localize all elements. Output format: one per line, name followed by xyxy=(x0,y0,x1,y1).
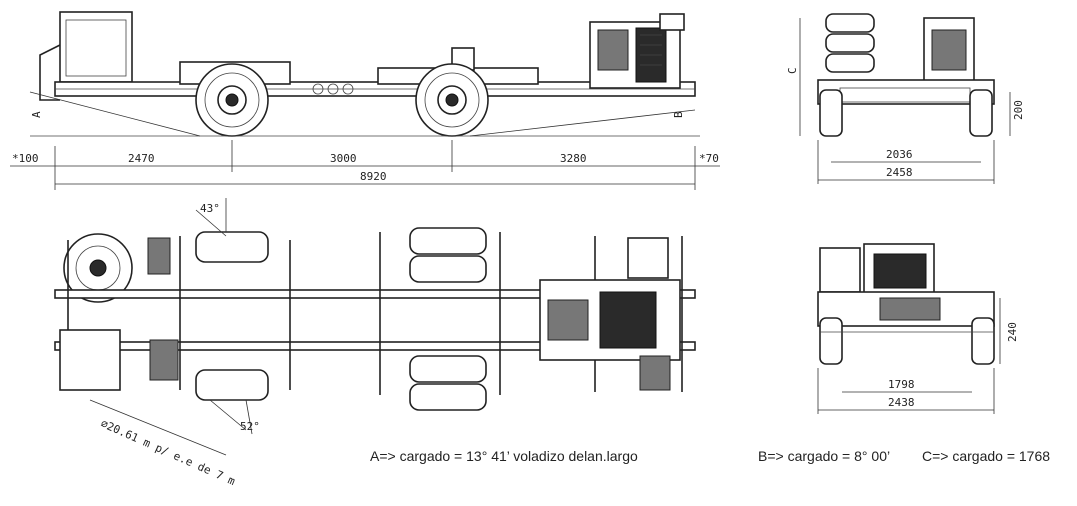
angle-a-label: A xyxy=(30,111,43,118)
dim-rear-overhang: *70 xyxy=(699,152,719,165)
height-c-label: C xyxy=(786,67,799,74)
track-outer-2438: 2438 xyxy=(888,396,915,409)
top-view: 43° 52° ⌀20.61 m p/ e.e de 7 m xyxy=(54,198,696,488)
angle-43: 43° xyxy=(200,202,220,215)
track-outer-2458: 2458 xyxy=(886,166,913,179)
angle-b-label: B xyxy=(672,111,685,118)
rear-view-bottom: 240 1798 2438 xyxy=(817,243,1019,414)
dim-rear-section: 3280 xyxy=(560,152,587,165)
turning-radius: ⌀20.61 m p/ e.e de 7 m xyxy=(99,417,238,488)
track-inner-2036: 2036 xyxy=(886,148,913,161)
dim-overall-length: 8920 xyxy=(360,170,387,183)
dim-front-axle: 2470 xyxy=(128,152,155,165)
dim-wheelbase: 3000 xyxy=(330,152,357,165)
ground-clearance-240: 240 xyxy=(1006,322,1019,342)
angle-52: 52° xyxy=(240,420,260,433)
caption-a: A=> cargado = 13° 41’ voladizo delan.lar… xyxy=(370,448,638,464)
dim-front-overhang: *100 xyxy=(12,152,39,165)
rear-view-top: C 200 2036 2458 xyxy=(786,13,1025,184)
track-inner-1798: 1798 xyxy=(888,378,915,391)
caption-c: C=> cargado = 1768 xyxy=(922,448,1051,464)
side-view: A B *100 2470 3000 3280 *70 8920 xyxy=(10,11,720,190)
ground-clearance-200: 200 xyxy=(1012,100,1025,120)
caption-b: B=> cargado = 8° 00’ xyxy=(758,448,891,464)
